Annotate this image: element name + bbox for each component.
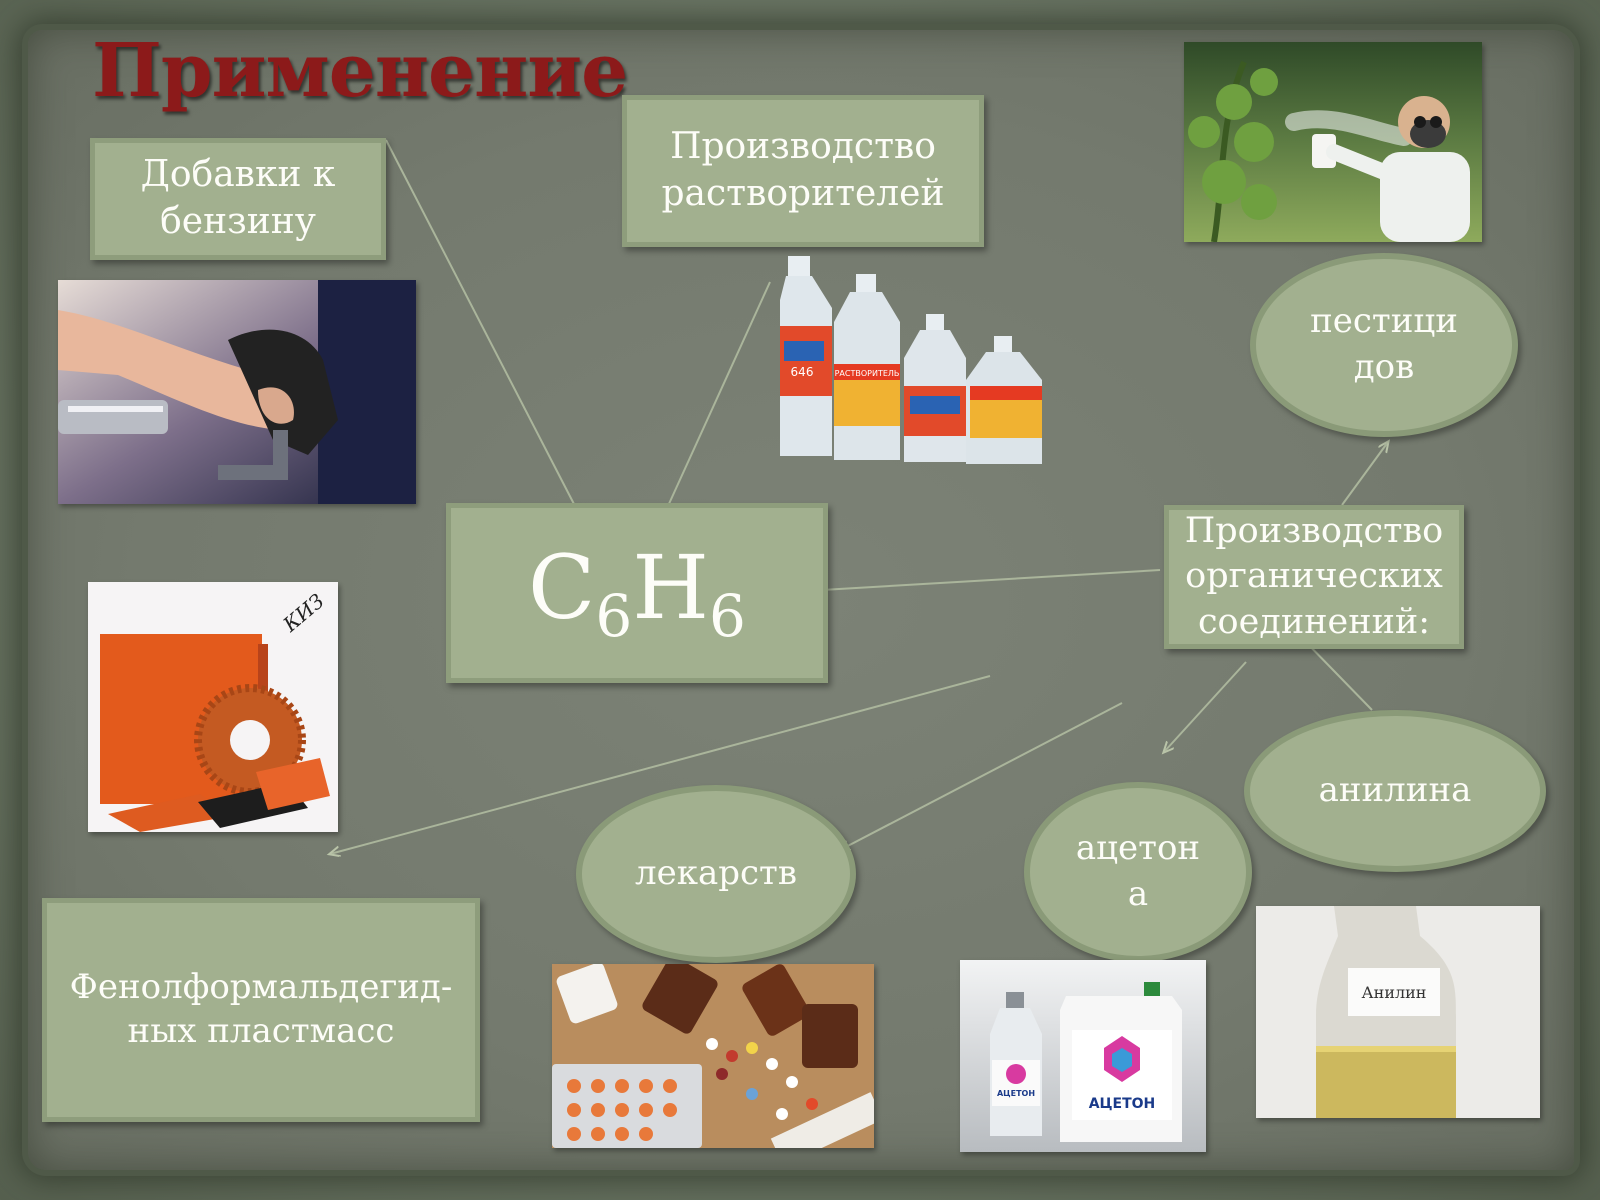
oval-acetone-line1: ацетон bbox=[1075, 828, 1201, 869]
box-solvents-label: Производство растворителей bbox=[661, 126, 945, 214]
bottle-2: РАСТВОРИТЕЛЬ bbox=[834, 274, 900, 460]
oval-pesticides-line1: пестици bbox=[1310, 301, 1458, 342]
box-organic-compounds: Производство органических соединений: bbox=[1164, 505, 1464, 649]
arrow-pesticides bbox=[1341, 442, 1388, 506]
box-organic-label: Производство органических соединений: bbox=[1184, 510, 1444, 642]
svg-text:РАСТВОРИТЕЛЬ: РАСТВОРИТЕЛЬ bbox=[835, 369, 900, 378]
photo-solvent-bottles: 646 РАСТВОРИТЕЛЬ bbox=[780, 246, 1060, 472]
oval-acetone: ацетон а bbox=[1024, 782, 1252, 962]
photo-pesticide-sprayer bbox=[1184, 42, 1482, 242]
oval-pesticides-line2: дов bbox=[1353, 347, 1415, 387]
photo-plastic-parts: КИЗ bbox=[88, 582, 338, 832]
slide-title: Применение bbox=[92, 28, 628, 114]
svg-text:Анилин: Анилин bbox=[1362, 983, 1427, 1002]
arrow-acetone bbox=[1164, 661, 1247, 752]
box-solvents: Производство растворителей bbox=[622, 95, 984, 247]
svg-text:АЦЕТОН: АЦЕТОН bbox=[997, 1089, 1035, 1098]
box-formula: C6H6 bbox=[446, 503, 828, 683]
oval-acetone-line2: а bbox=[1127, 874, 1149, 914]
arrow-phenol bbox=[330, 675, 991, 854]
photo-fuel-nozzle bbox=[58, 280, 416, 504]
bottle-1: 646 bbox=[780, 256, 832, 456]
oval-medicines: лекарств bbox=[576, 785, 856, 963]
line-gasoline bbox=[385, 139, 576, 507]
oval-aniline-label: анилина bbox=[1318, 770, 1472, 811]
svg-text:646: 646 bbox=[791, 365, 814, 379]
bottle-4 bbox=[966, 336, 1042, 464]
line-solvents bbox=[667, 281, 771, 507]
oval-pesticides: пестици дов bbox=[1250, 253, 1518, 437]
box-phenol-label: Фенолформальдегид-ных пластмасс bbox=[69, 967, 453, 1052]
bottle-3 bbox=[904, 314, 966, 462]
oval-medicines-label: лекарств bbox=[635, 853, 797, 894]
svg-text:АЦЕТОН: АЦЕТОН bbox=[1089, 1096, 1156, 1112]
box-gasoline-additives: Добавки к бензину bbox=[90, 138, 386, 260]
arrow-medicines bbox=[840, 702, 1123, 850]
line-organic bbox=[821, 569, 1161, 591]
box-phenol-plastics: Фенолформальдегид-ных пластмасс bbox=[42, 898, 480, 1122]
oval-aniline: анилина bbox=[1244, 710, 1546, 872]
photo-aniline-bottle: Анилин bbox=[1256, 906, 1540, 1118]
photo-medicines bbox=[552, 964, 874, 1148]
formula-c6h6: C6H6 bbox=[528, 536, 746, 651]
photo-acetone: АЦЕТОН АЦЕТОН bbox=[960, 960, 1206, 1152]
box-gasoline-label: Добавки к бензину bbox=[140, 154, 336, 242]
